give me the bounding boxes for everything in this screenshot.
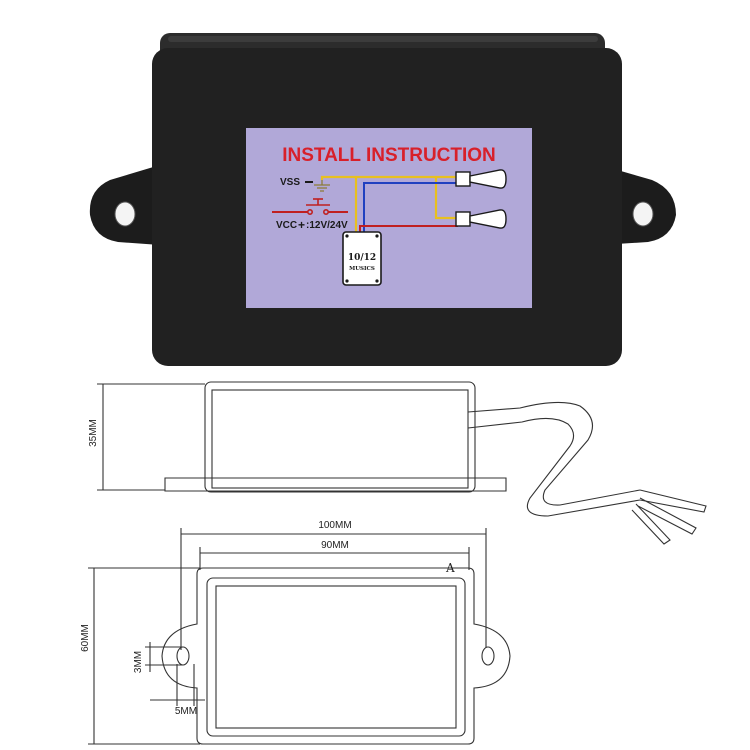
height-dimension-label: 35MM <box>88 419 99 447</box>
top-view-hole-left <box>176 646 190 666</box>
module-name: MUSICS <box>349 266 375 272</box>
cable-lower <box>467 417 641 517</box>
vcc-plus-sign: + <box>298 218 305 232</box>
side-view-body-inner <box>211 389 469 489</box>
depth-label: 60MM <box>80 624 91 652</box>
housing-top-highlight <box>168 36 598 42</box>
device-photo: INSTALL INSTRUCTION VSS <box>89 33 676 366</box>
overall-width-label: 100MM <box>318 520 351 531</box>
horn-icon-top <box>455 169 507 189</box>
wire-blue <box>363 182 458 232</box>
wiring-schematic: VSS <box>272 169 507 286</box>
vss-label: VSS <box>280 177 300 188</box>
cable-wire-1 <box>639 489 707 513</box>
mounting-hole-right <box>632 201 654 227</box>
cable-wire-2 <box>637 497 697 535</box>
top-view-lid <box>206 577 466 737</box>
hole-diameter-label: 3MM <box>133 651 144 673</box>
top-view-drawing <box>88 528 511 745</box>
cable-wire-3 <box>631 503 671 545</box>
hole-offset-label: 5MM <box>175 706 197 717</box>
horn-icon-bottom <box>455 209 507 229</box>
side-view-body-outer <box>204 381 476 493</box>
wire-red <box>359 225 458 232</box>
body-width-label: 90MM <box>321 540 349 551</box>
side-view-drawing <box>97 381 707 545</box>
cable <box>467 401 641 506</box>
top-view-outline <box>161 567 511 745</box>
top-view-lid-inner <box>215 585 457 729</box>
label-title: INSTALL INSTRUCTION <box>282 145 496 166</box>
mounting-hole-left <box>114 201 136 227</box>
voltage-label: :12V/24V <box>306 220 348 231</box>
wire-yellow-branch <box>434 177 458 220</box>
ground-icon <box>314 180 330 192</box>
top-view-hole-right <box>481 646 495 666</box>
section-marker: A <box>445 561 455 575</box>
module-count: 10/12 <box>348 253 376 263</box>
wire-yellow <box>320 175 460 180</box>
music-module: 10/12 MUSICS <box>342 231 382 286</box>
vcc-label: VCC <box>276 220 297 231</box>
side-view-flange <box>164 477 507 492</box>
